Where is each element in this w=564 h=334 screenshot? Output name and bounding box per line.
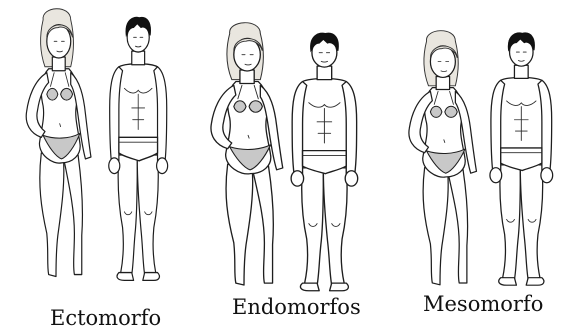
mesomorph-male-figure — [490, 33, 553, 285]
ectomorph-male-figure — [109, 17, 168, 280]
endomorph-male-figure — [291, 33, 358, 291]
ectomorph-female-figure — [26, 9, 91, 277]
mesomorph-female-figure — [409, 31, 477, 285]
mesomorph-caption: Mesomorfo — [423, 294, 543, 315]
ectomorph-caption: Ectomorfo — [50, 308, 161, 329]
endomorph-caption: Endomorfos — [232, 297, 361, 318]
endomorph-female-figure — [211, 23, 283, 285]
